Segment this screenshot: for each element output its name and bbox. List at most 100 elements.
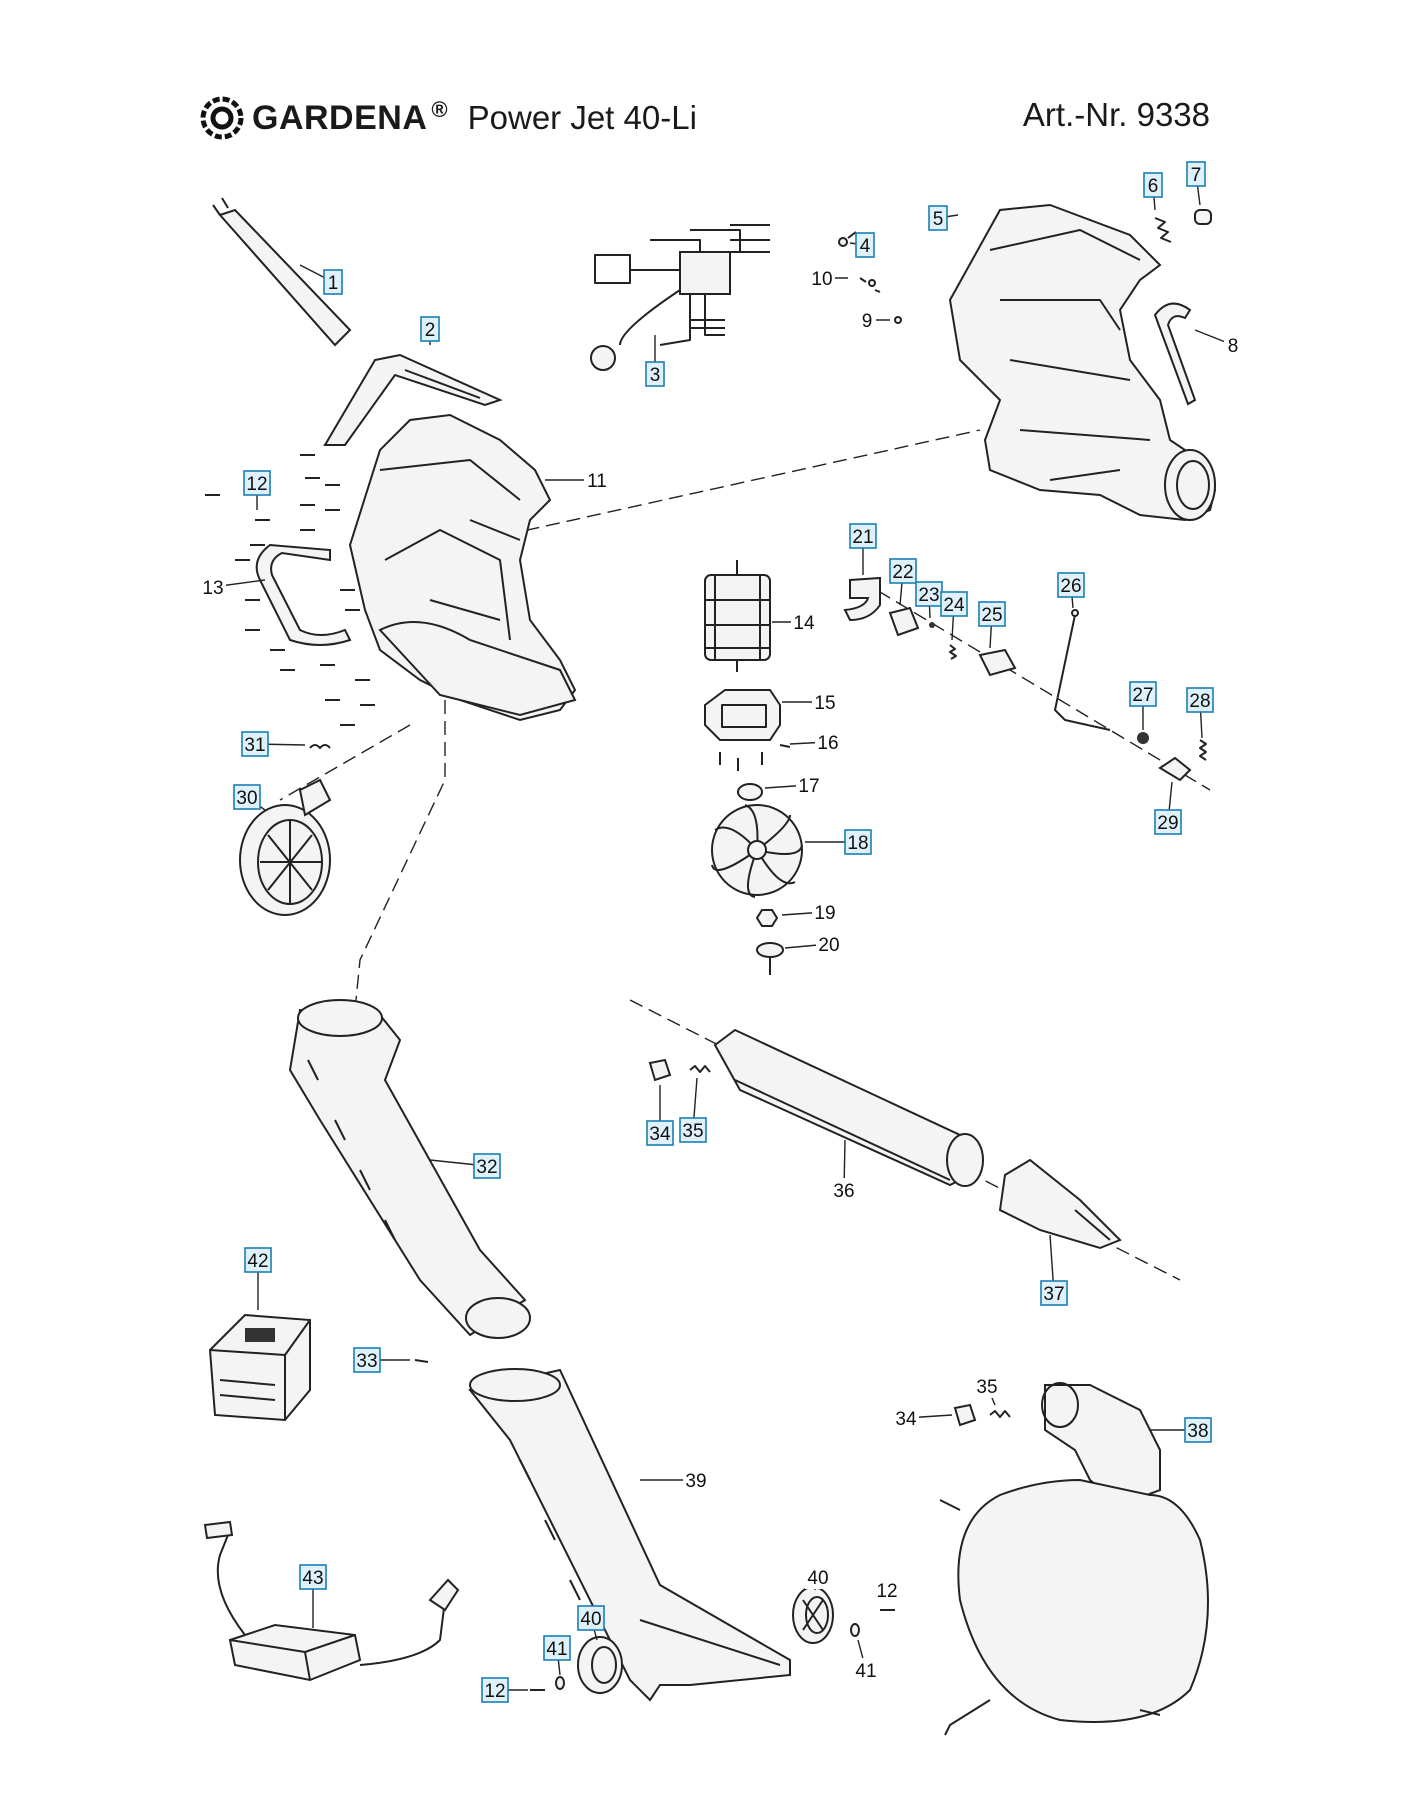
callout-background (853, 1658, 879, 1682)
callout-background (200, 575, 226, 599)
callout-c7: 7 (1186, 161, 1206, 206)
callout-c16: 16 (789, 730, 841, 754)
callout-background (893, 1406, 919, 1430)
callout-c9: 9 (858, 308, 890, 332)
callout-box (353, 1347, 381, 1373)
callout-background (683, 1468, 709, 1492)
callout-number: 12 (876, 1581, 897, 1602)
part-19-nut (755, 909, 779, 927)
callout-number: 23 (918, 585, 939, 606)
part-26-rod (1054, 609, 1111, 731)
callout-box (577, 1605, 605, 1631)
callout-background (805, 1565, 831, 1589)
part-21-bracket (843, 576, 881, 622)
callout-c6: 6 (1143, 172, 1163, 211)
callout-box (855, 232, 875, 258)
callout-c41a: 41 (543, 1635, 571, 1676)
part-15-motor-mount (704, 689, 781, 741)
callout-c12b: 12 (874, 1578, 900, 1603)
callout-number: 12 (246, 474, 267, 495)
callout-number: 37 (1043, 1284, 1064, 1305)
callout-number: 5 (933, 209, 944, 230)
callout-number: 15 (814, 693, 835, 714)
brand-name: GARDENA (252, 98, 428, 137)
part-5-rear-housing (948, 203, 1217, 522)
callout-number: 31 (244, 735, 265, 756)
part-43-charger (203, 1520, 460, 1682)
callout-c11: 11 (545, 468, 610, 492)
callout-number: 26 (1060, 576, 1081, 597)
callout-number: 19 (814, 903, 835, 924)
callout-background (831, 1178, 857, 1202)
callout-c13: 13 (200, 575, 266, 599)
callout-number: 40 (580, 1609, 601, 1630)
callout-c12c: 12 (481, 1677, 528, 1703)
callout-number: 32 (476, 1157, 497, 1178)
callout-background (816, 932, 842, 956)
callout-number: 17 (798, 776, 819, 797)
callout-box (243, 470, 271, 496)
callout-c41b: 41 (853, 1639, 879, 1682)
callout-number: 16 (817, 733, 838, 754)
part-14-motor (704, 560, 771, 672)
brand-trademark: ® (431, 97, 448, 122)
callout-box (1186, 161, 1206, 187)
callout-number: 14 (793, 613, 815, 634)
part-22-block (888, 606, 920, 637)
callout-number: 6 (1148, 176, 1159, 197)
callout-number: 36 (833, 1181, 854, 1202)
callout-number: 9 (862, 311, 873, 332)
callout-background (858, 308, 876, 332)
gardena-logo-icon (200, 96, 244, 140)
callout-number: 24 (943, 595, 965, 616)
part-40-wheel-b (577, 1636, 623, 1694)
callout-box (241, 731, 269, 757)
callout-c42: 42 (244, 1247, 272, 1310)
callout-box (978, 601, 1006, 627)
callout-number: 38 (1187, 1421, 1208, 1442)
part-23-screw (929, 622, 935, 628)
page-header: GARDENA ® Power Jet 40-Li Art.-Nr. 9338 (200, 96, 1210, 156)
callout-number: 3 (650, 365, 661, 386)
callout-number: 27 (1132, 685, 1153, 706)
callout-c32: 32 (429, 1153, 501, 1179)
callout-box (1057, 572, 1085, 598)
callout-c36: 36 (831, 1139, 857, 1202)
callout-c22: 22 (889, 558, 917, 606)
part-34-button (648, 1058, 672, 1082)
part-35-spring (689, 1065, 711, 1073)
callout-number: 34 (649, 1124, 671, 1145)
callout-c29: 29 (1154, 781, 1182, 835)
callout-box (420, 316, 440, 342)
callout-number: 20 (818, 935, 839, 956)
callout-c21: 21 (849, 523, 877, 575)
callout-box (645, 361, 665, 387)
callout-c35b: 35 (974, 1374, 1000, 1406)
callout-c2: 2 (420, 316, 440, 345)
callout-c30: 30 (233, 784, 266, 811)
part-31-clip (309, 744, 331, 749)
callout-c31: 31 (241, 731, 306, 757)
callout-background (815, 730, 841, 754)
callout-background (584, 468, 610, 492)
callout-c34b: 34 (893, 1406, 953, 1430)
callout-number: 12 (484, 1681, 505, 1702)
callout-number: 35 (976, 1377, 997, 1398)
part-33-screw (414, 1359, 429, 1363)
part-20-washer (756, 942, 784, 975)
callout-c17: 17 (764, 773, 822, 797)
callout-number: 2 (425, 320, 436, 341)
part-36-tube (713, 1028, 984, 1187)
callout-box (244, 1247, 272, 1273)
callout-c10: 10 (809, 266, 848, 290)
callout-c24: 24 (940, 591, 968, 641)
article-number: Art.-Nr. 9338 (1022, 96, 1210, 133)
part-30-intake-cover (239, 778, 332, 916)
callout-number: 21 (852, 527, 873, 548)
callout-box (646, 1120, 674, 1146)
callout-background (1224, 333, 1242, 357)
callout-box (1129, 681, 1157, 707)
part-39-suction-tube (468, 1368, 791, 1702)
